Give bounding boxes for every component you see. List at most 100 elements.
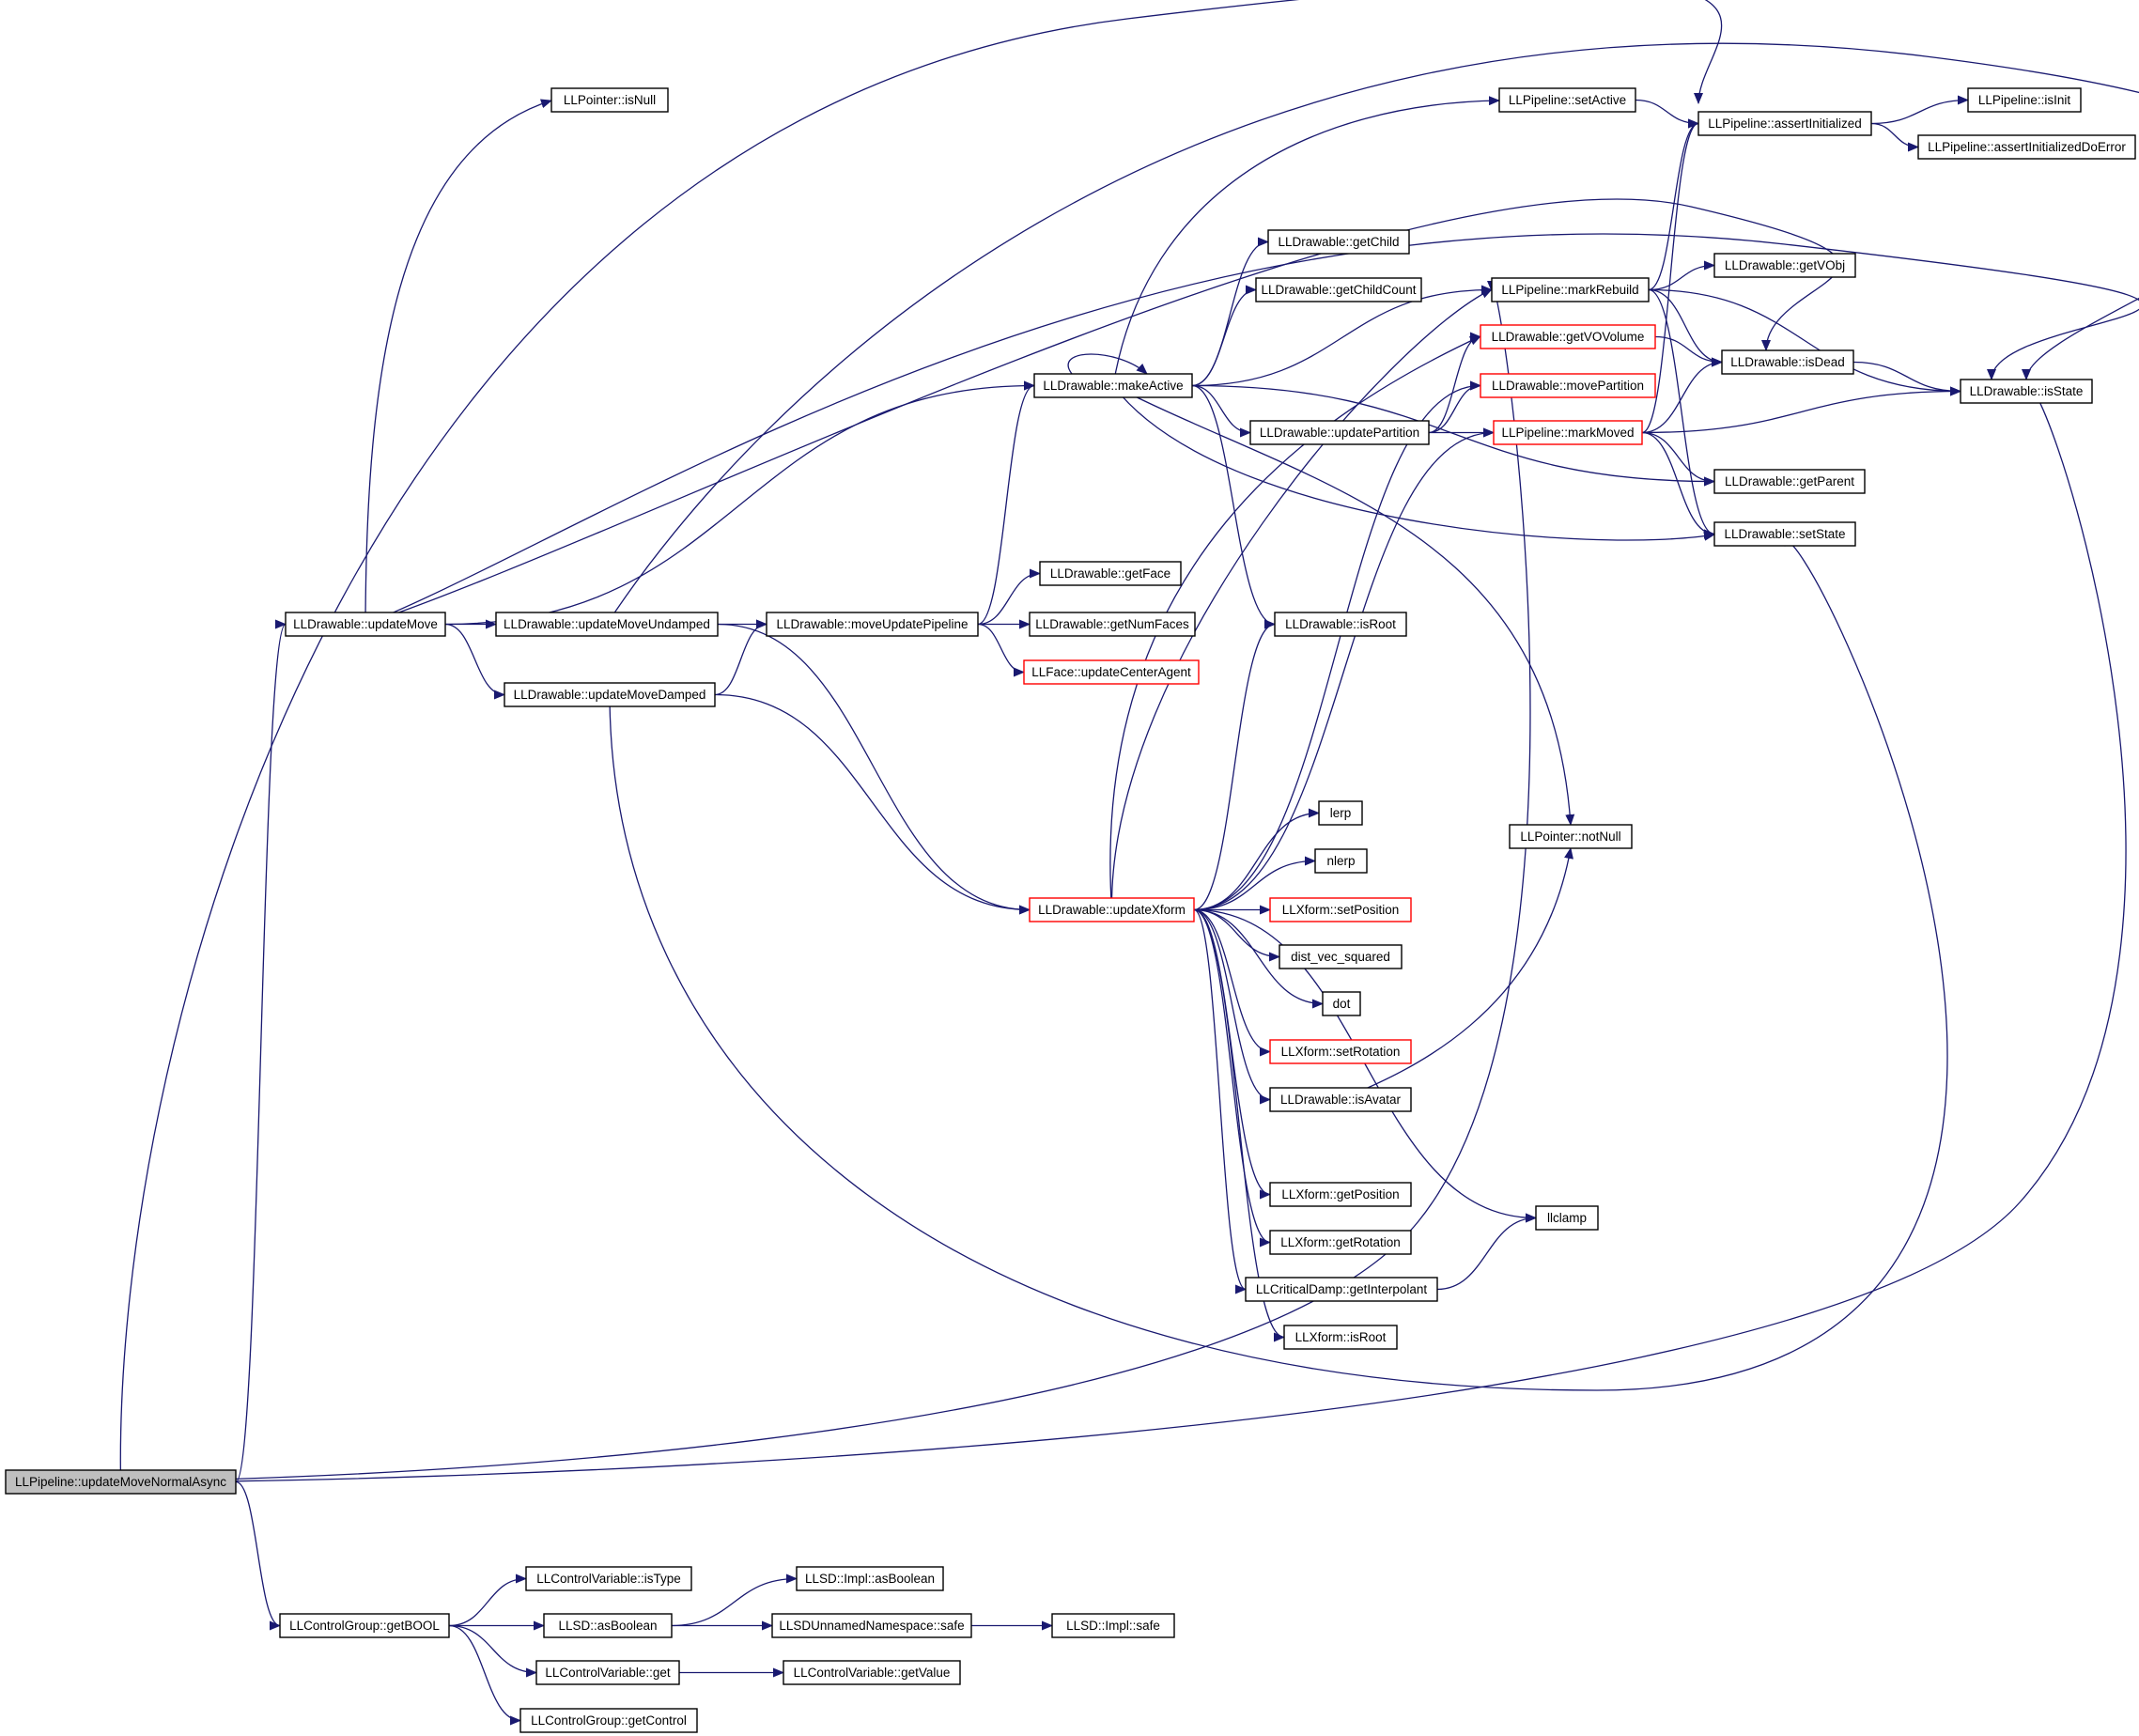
node-implAsBoolean[interactable]: LLSD::Impl::asBoolean [796, 1566, 944, 1591]
node-isInit[interactable]: LLPipeline::isInit [1967, 87, 2082, 113]
node-box [1039, 561, 1182, 586]
node-getControl[interactable]: LLControlGroup::getControl [519, 1708, 698, 1733]
node-updatePartition[interactable]: LLDrawable::updatePartition [1249, 420, 1430, 445]
edge-updateXform-to-getVOVolume [1109, 335, 1481, 910]
node-setPosition[interactable]: LLXform::setPosition [1269, 897, 1412, 922]
edge-llsdAsBoolean-to-implAsBoolean [671, 1573, 798, 1627]
edge-markRebuild-to-setState [1648, 288, 1715, 539]
edge-moveUpdatePipeline-to-getFace [977, 568, 1041, 626]
node-setActive[interactable]: LLPipeline::setActive [1498, 87, 1636, 113]
node-getNumFaces[interactable]: LLDrawable::getNumFaces [1029, 612, 1196, 637]
node-lerp[interactable]: lerp [1318, 800, 1363, 826]
node-box [1318, 800, 1363, 826]
node-isType[interactable]: LLControlVariable::isType [525, 1566, 692, 1591]
edge-updateMoveUndamped-to-isState [606, 42, 2139, 625]
node-llclamp[interactable]: llclamp [1535, 1205, 1599, 1231]
node-getVObj[interactable]: LLDrawable::getVObj [1713, 253, 1856, 278]
node-label: LLDrawable::getVObj [1725, 258, 1845, 272]
node-box [1029, 612, 1196, 637]
node-label: LLControlGroup::getBOOL [289, 1619, 440, 1633]
node-box [535, 1660, 680, 1685]
node-updateCenterAgent[interactable]: LLFace::updateCenterAgent [1023, 659, 1200, 685]
node-box [1033, 373, 1193, 398]
node-dot[interactable]: dot [1322, 991, 1361, 1016]
node-box [285, 612, 446, 637]
node-updateXform[interactable]: LLDrawable::updateXform [1029, 897, 1195, 922]
node-getFace[interactable]: LLDrawable::getFace [1039, 561, 1182, 586]
edge-markMoved-to-assertInitialized [1641, 118, 1699, 434]
node-box [1269, 1230, 1412, 1255]
node-label: LLXform::setRotation [1281, 1045, 1401, 1059]
node-setRotation[interactable]: LLXform::setRotation [1269, 1039, 1412, 1064]
edge-markRebuild-to-getVObj [1648, 260, 1715, 291]
node-assertInitializedDoError[interactable]: LLPipeline::assertInitializedDoError [1917, 134, 2136, 160]
edge-updateXform-to-movePartition [1193, 380, 1481, 911]
node-label: LLDrawable::updatePartition [1260, 426, 1419, 440]
node-label: LLDrawable::getChild [1278, 235, 1399, 249]
node-nlerp[interactable]: nlerp [1314, 848, 1368, 874]
node-xfGetRotation[interactable]: LLXform::getRotation [1269, 1230, 1412, 1255]
node-box [1255, 277, 1422, 302]
node-box [1967, 87, 2082, 113]
node-ptrIsNull[interactable]: LLPointer::isNull [550, 87, 669, 113]
node-root[interactable]: LLPipeline::updateMoveNormalAsync [5, 1469, 237, 1495]
node-box [543, 1613, 673, 1638]
node-markRebuild[interactable]: LLPipeline::markRebuild [1491, 277, 1650, 302]
node-getParent[interactable]: LLDrawable::getParent [1713, 469, 1866, 494]
node-getChild[interactable]: LLDrawable::getChild [1267, 229, 1410, 255]
edge-markMoved-to-setState [1641, 431, 1715, 539]
node-movePartition[interactable]: LLDrawable::movePartition [1480, 373, 1656, 398]
node-label: LLSD::Impl::safe [1066, 1619, 1160, 1633]
node-isRoot[interactable]: LLDrawable::isRoot [1274, 612, 1407, 637]
node-getChildCount[interactable]: LLDrawable::getChildCount [1255, 277, 1422, 302]
node-unnamedSafe[interactable]: LLSDUnnamedNamespace::safe [771, 1613, 972, 1638]
node-isDead[interactable]: LLDrawable::isDead [1721, 349, 1854, 375]
node-label: LLPipeline::setActive [1509, 93, 1626, 107]
edge-updatePartition-to-getVOVolume [1428, 332, 1481, 434]
node-implSafe[interactable]: LLSD::Impl::safe [1051, 1613, 1175, 1638]
node-llsdAsBoolean[interactable]: LLSD::asBoolean [543, 1613, 673, 1638]
node-getBOOL[interactable]: LLControlGroup::getBOOL [279, 1613, 450, 1638]
node-updateMoveDamped[interactable]: LLDrawable::updateMoveDamped [504, 682, 716, 707]
edge-makeActive-to-getChild [1191, 237, 1269, 387]
node-cvGet[interactable]: LLControlVariable::get [535, 1660, 680, 1685]
edge-updateXform-to-getInterpolant [1193, 908, 1247, 1294]
edge-makeActive-to-getChildCount [1191, 285, 1257, 387]
node-markMoved[interactable]: LLPipeline::markMoved [1493, 420, 1643, 445]
node-getValue[interactable]: LLControlVariable::getValue [783, 1660, 961, 1685]
node-box [550, 87, 669, 113]
edge-moveUpdatePipeline-to-updateCenterAgent [977, 623, 1025, 677]
node-updateMoveUndamped[interactable]: LLDrawable::updateMoveUndamped [495, 612, 719, 637]
edge-updateMoveDamped-to-moveUpdatePipeline [714, 619, 767, 696]
node-box [1051, 1613, 1175, 1638]
node-setState[interactable]: LLDrawable::setState [1713, 521, 1856, 547]
node-label: LLDrawable::getFace [1050, 566, 1170, 581]
edge-updateXform-to-markMoved [1193, 427, 1495, 911]
node-xfIsRoot[interactable]: LLXform::isRoot [1283, 1325, 1398, 1350]
node-isState[interactable]: LLDrawable::isState [1960, 379, 2093, 404]
node-updateMove[interactable]: LLDrawable::updateMove [285, 612, 446, 637]
edge-markRebuild-to-isState [1648, 288, 1961, 396]
edge-updateXform-to-nlerp [1193, 856, 1316, 911]
node-label: LLDrawable::isAvatar [1280, 1093, 1402, 1107]
node-box [1269, 1039, 1412, 1064]
node-box [1267, 229, 1410, 255]
node-box [1509, 824, 1633, 849]
node-label: LLDrawable::getParent [1725, 474, 1854, 488]
node-box [279, 1613, 450, 1638]
node-makeActive[interactable]: LLDrawable::makeActive [1033, 373, 1193, 398]
node-distVecSquared[interactable]: dist_vec_squared [1279, 944, 1403, 969]
node-label: LLDrawable::makeActive [1043, 379, 1183, 393]
node-isAvatar[interactable]: LLDrawable::isAvatar [1269, 1087, 1412, 1112]
node-getInterpolant[interactable]: LLCriticalDamp::getInterpolant [1245, 1277, 1438, 1302]
node-label: LLXform::isRoot [1295, 1330, 1387, 1344]
node-xfGetPosition[interactable]: LLXform::getPosition [1269, 1182, 1412, 1207]
node-moveUpdatePipeline[interactable]: LLDrawable::moveUpdatePipeline [766, 612, 979, 637]
node-getVOVolume[interactable]: LLDrawable::getVOVolume [1480, 324, 1656, 349]
node-box [783, 1660, 961, 1685]
node-assertInitialized[interactable]: LLPipeline::assertInitialized [1697, 111, 1872, 136]
node-box [1713, 469, 1866, 494]
node-label: LLCriticalDamp::getInterpolant [1256, 1282, 1428, 1296]
node-label: LLPipeline::markRebuild [1501, 283, 1638, 297]
node-notNull[interactable]: LLPointer::notNull [1509, 824, 1633, 849]
